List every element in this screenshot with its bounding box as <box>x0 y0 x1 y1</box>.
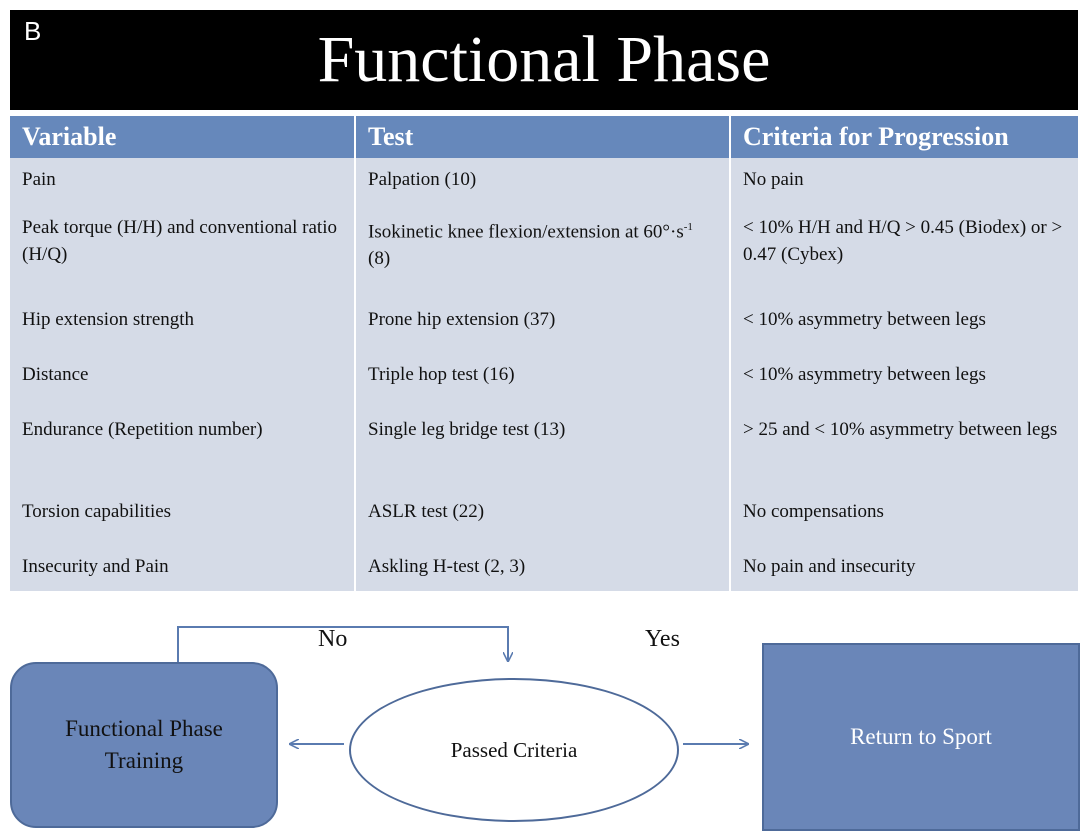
cell-test: ASLR test (22) <box>354 490 730 545</box>
header-variable: Variable <box>10 116 355 158</box>
cell-test: Triple hop test (16) <box>354 353 730 408</box>
cell-test: Single leg bridge test (13) <box>354 408 730 490</box>
cell-test-reference: (8) <box>368 248 391 270</box>
cell-variable: Torsion capabilities <box>10 490 355 545</box>
decision-ellipse: Passed Criteria <box>349 678 679 822</box>
training-label: Functional Phase Training <box>65 716 223 773</box>
yes-label: Yes <box>645 626 680 652</box>
page-title: Functional Phase <box>317 23 771 96</box>
title-banner: B Functional Phase <box>10 10 1078 110</box>
cell-test: Palpation (10) <box>354 158 730 206</box>
table-row: Hip extension strength Prone hip extensi… <box>10 298 1078 353</box>
panel-letter: B <box>24 16 42 46</box>
cell-criteria: < 10% asymmetry between legs <box>729 353 1078 408</box>
cell-test: Isokinetic knee flexion/extension at 60°… <box>354 206 730 298</box>
header-test: Test <box>354 116 730 158</box>
table-row: Pain Palpation (10) No pain <box>10 158 1078 206</box>
table-row: Distance Triple hop test (16) < 10% asym… <box>10 353 1078 408</box>
cell-test-text: Isokinetic knee flexion/extension at 60°… <box>368 221 684 243</box>
cell-variable: Hip extension strength <box>10 298 355 353</box>
cell-variable: Endurance (Repetition number) <box>10 408 355 490</box>
cell-variable: Peak torque (H/H) and conventional ratio… <box>10 206 355 298</box>
cell-criteria: > 25 and < 10% asymmetry between legs <box>729 408 1078 490</box>
cell-criteria: No pain and insecurity <box>729 545 1078 591</box>
cell-variable: Pain <box>10 158 355 206</box>
cell-test: Prone hip extension (37) <box>354 298 730 353</box>
no-loop-arrow <box>177 626 508 662</box>
table-row: Endurance (Repetition number) Single leg… <box>10 408 1078 490</box>
return-to-sport-label: Return to Sport <box>850 724 992 749</box>
header-criteria: Criteria for Progression <box>729 116 1078 158</box>
table-row: Peak torque (H/H) and conventional ratio… <box>10 206 1078 298</box>
decision-label: Passed Criteria <box>450 737 578 762</box>
criteria-table: Variable Test Criteria for Progression P… <box>10 116 1078 591</box>
cell-criteria: < 10% asymmetry between legs <box>729 298 1078 353</box>
training-box: Functional Phase Training <box>10 662 278 828</box>
cell-test-superscript: -1 <box>683 221 693 233</box>
cell-criteria: < 10% H/H and H/Q > 0.45 (Biodex) or > 0… <box>729 206 1078 298</box>
cell-test: Askling H-test (2, 3) <box>354 545 730 591</box>
cell-variable: Insecurity and Pain <box>10 545 355 591</box>
no-label: No <box>318 626 348 652</box>
table-header-row: Variable Test Criteria for Progression <box>10 116 1078 158</box>
table-row: Insecurity and Pain Askling H-test (2, 3… <box>10 545 1078 591</box>
cell-variable: Distance <box>10 353 355 408</box>
table-row: Torsion capabilities ASLR test (22) No c… <box>10 490 1078 545</box>
cell-criteria: No compensations <box>729 490 1078 545</box>
cell-criteria: No pain <box>729 158 1078 206</box>
return-to-sport-box: Return to Sport <box>762 643 1080 831</box>
